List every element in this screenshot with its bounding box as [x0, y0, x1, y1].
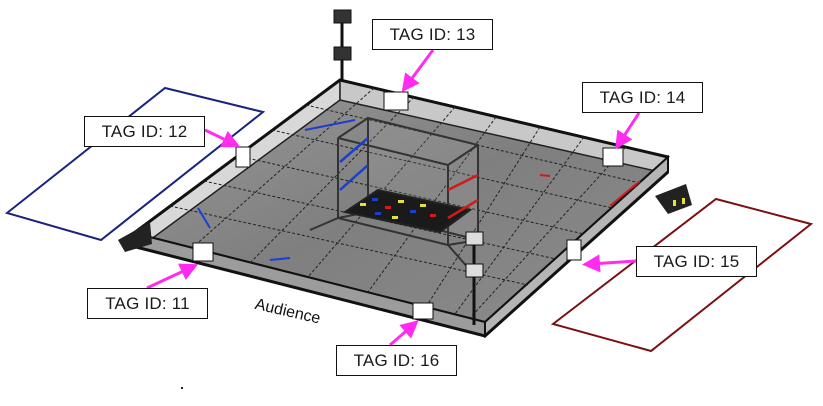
- tag-arrows: [146, 49, 641, 347]
- arrow-tag-13: [401, 49, 435, 93]
- tag-label-12: TAG ID: 12: [84, 116, 205, 147]
- stray-dot: [181, 387, 183, 389]
- tag-label-14: TAG ID: 14: [582, 82, 703, 113]
- arrow-tag-14: [615, 112, 641, 150]
- light-tower-left: [333, 9, 352, 80]
- cage-bars: [339, 137, 479, 220]
- arrow-tag-16: [389, 320, 419, 347]
- tag-label-11: TAG ID: 11: [87, 288, 208, 319]
- arrow-tag-12: [204, 128, 241, 148]
- right-ramp: [655, 184, 692, 214]
- game-pieces: [360, 198, 436, 219]
- central-cage: [309, 116, 479, 271]
- tag-label-13: TAG ID: 13: [372, 19, 493, 50]
- apriltag-plates: [192, 91, 624, 320]
- tag-label-15: TAG ID: 15: [636, 246, 757, 277]
- light-tower-right: [465, 231, 484, 325]
- arrow-tag-15: [582, 254, 637, 273]
- left-ramp: [118, 222, 152, 252]
- tag-label-16: TAG ID: 16: [336, 345, 457, 376]
- arrow-tag-11: [146, 263, 199, 290]
